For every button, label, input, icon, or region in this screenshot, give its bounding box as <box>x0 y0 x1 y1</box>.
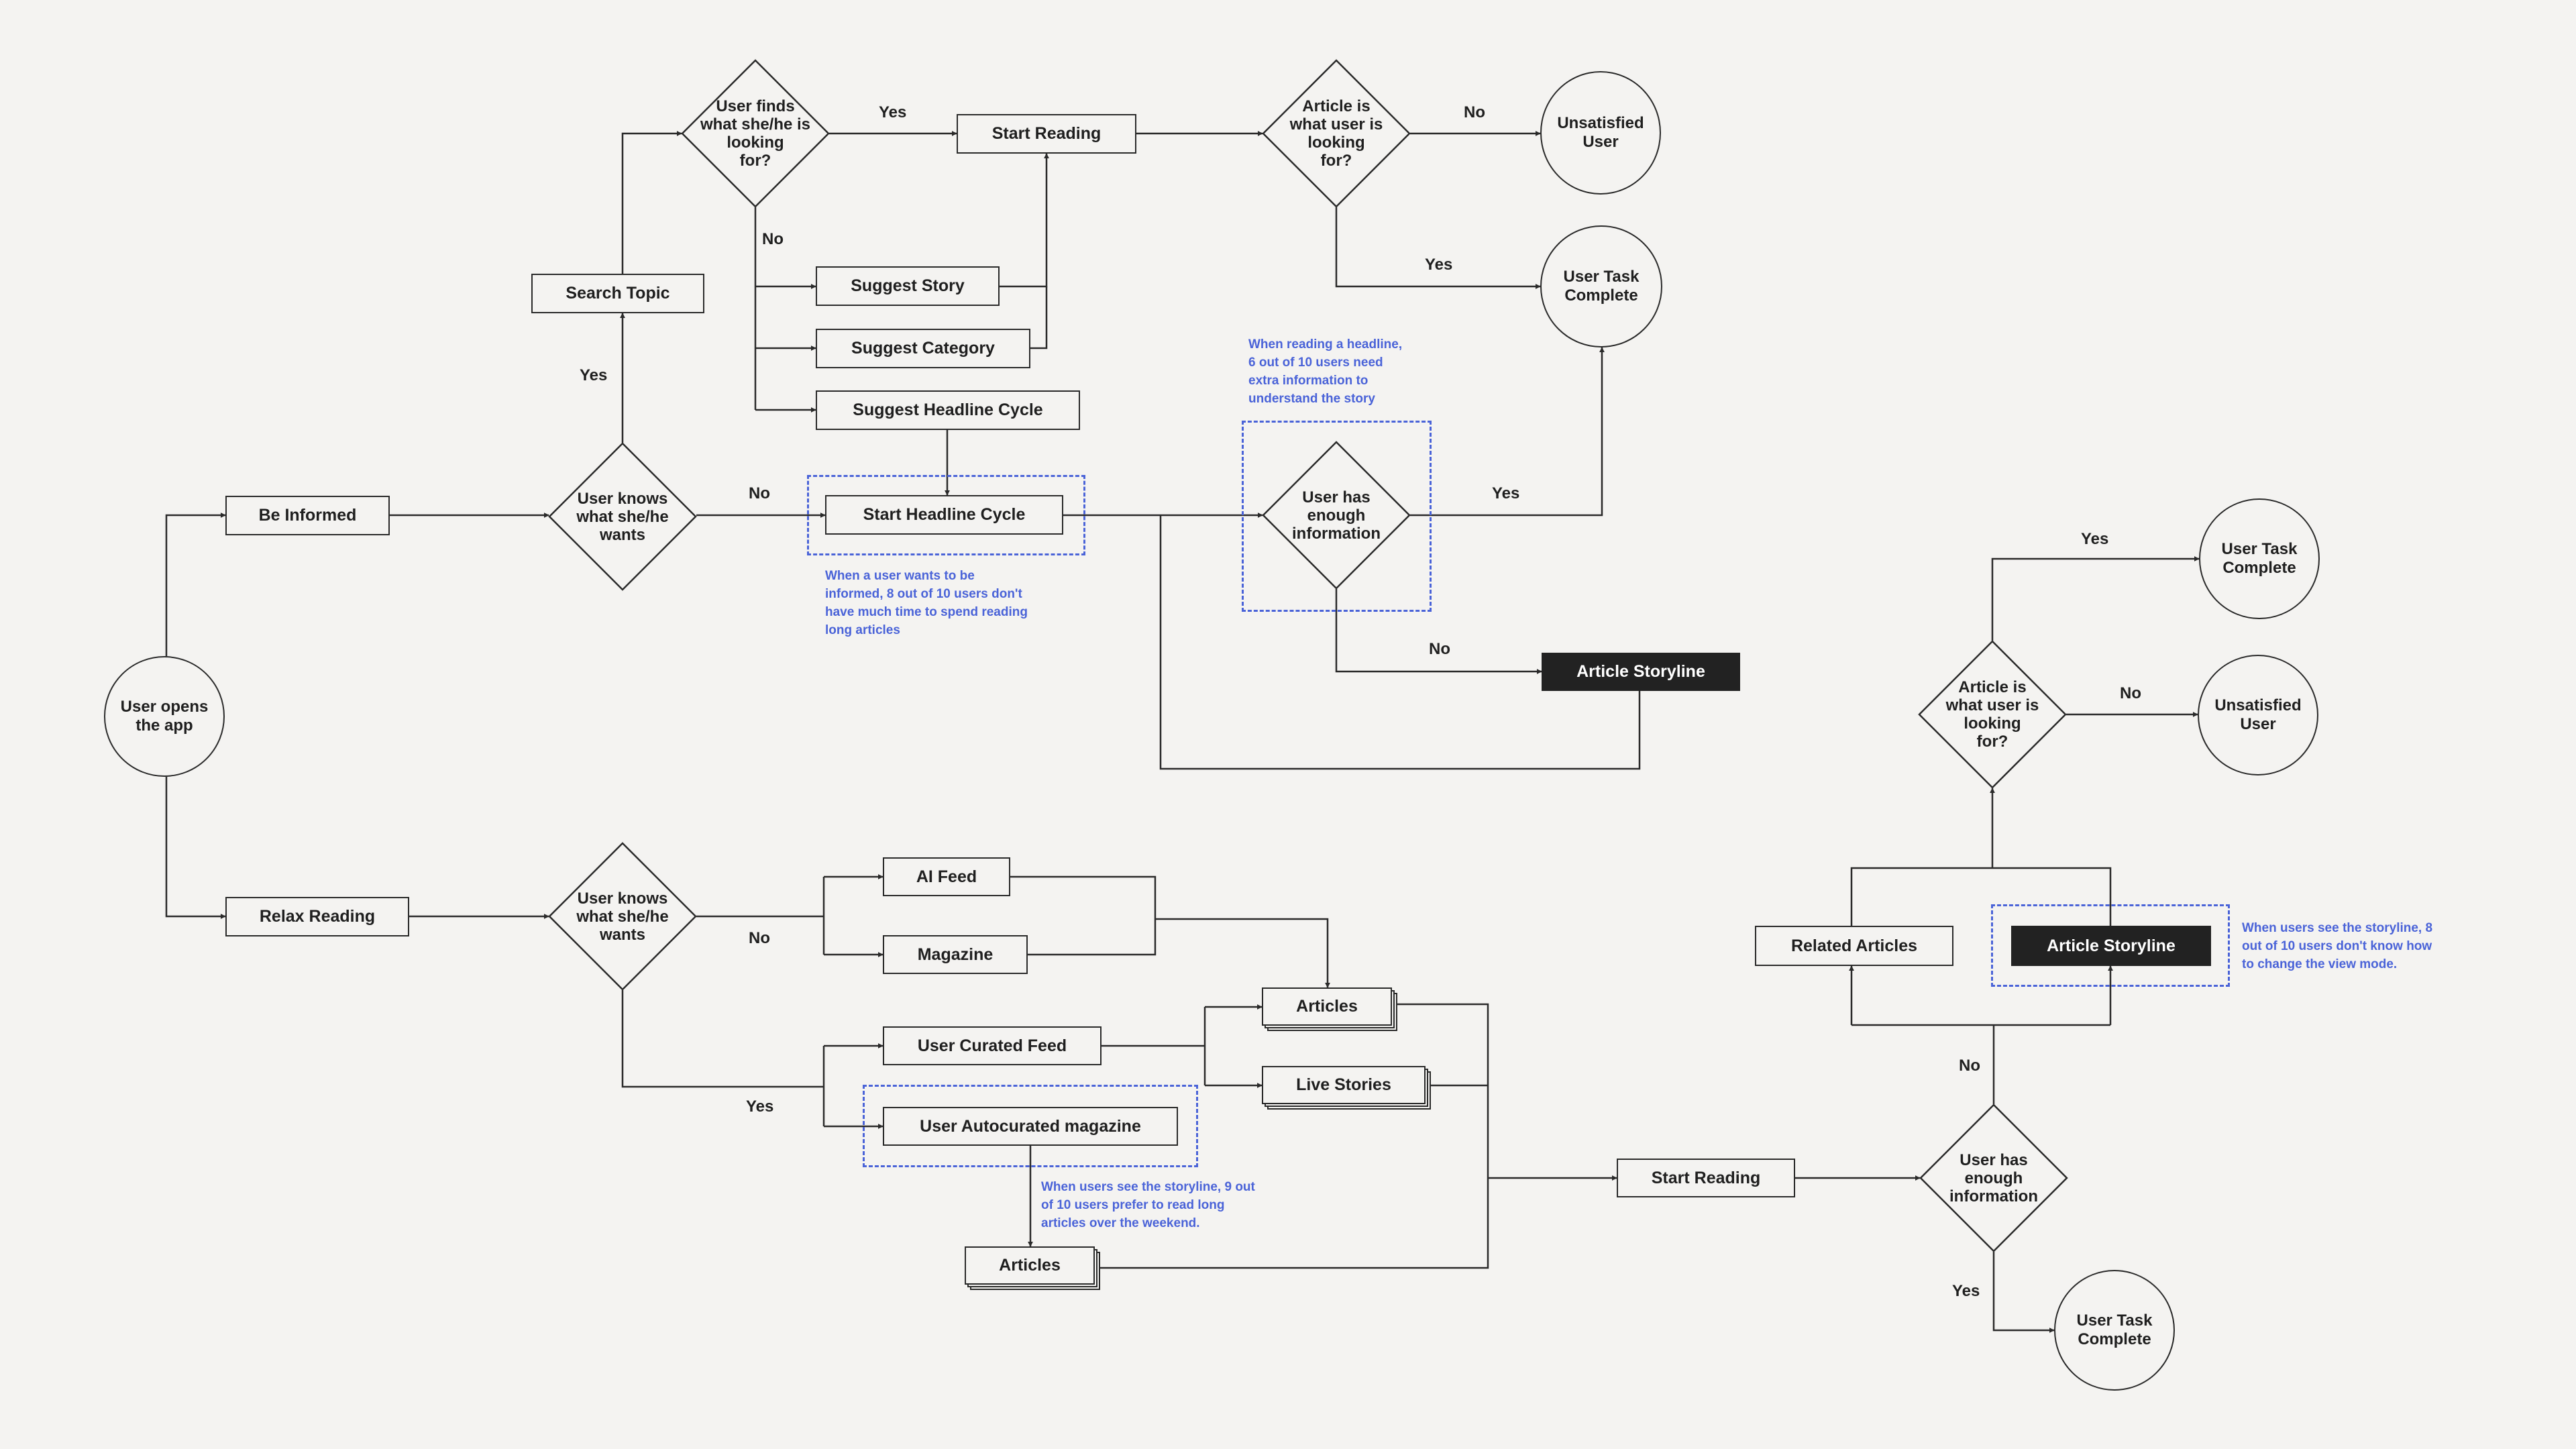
article-is-decision-top-label: Article is what user is looking for? <box>1289 97 1383 170</box>
articles-mid-label: Articles <box>1262 987 1392 1026</box>
unsatisfied-user-top: Unsatisfied User <box>1540 71 1661 195</box>
start-reading-bottom-box[interactable]: Start Reading <box>1617 1159 1795 1197</box>
edge-label-yes-article-right: Yes <box>2081 530 2109 548</box>
knows-decision-top-label: User knows what she/he wants <box>576 489 669 544</box>
edge-label-yes-search: Yes <box>580 366 608 384</box>
highlight-start-headline <box>807 475 1085 555</box>
user-curated-feed-box[interactable]: User Curated Feed <box>883 1026 1102 1065</box>
edge-articles-mid-right <box>1100 1003 1489 1269</box>
live-stories-label: Live Stories <box>1262 1066 1426 1104</box>
article-is-decision-top: Article is what user is looking for? <box>1262 59 1411 208</box>
edge-label-yes-enough-top: Yes <box>1492 484 1520 502</box>
highlight-enough-top <box>1242 421 1432 612</box>
annotation-storyline: When users see the storyline, 8 out of 1… <box>2242 921 2433 971</box>
ai-feed-box[interactable]: AI Feed <box>883 857 1010 896</box>
edge-enough-yes-complete <box>1410 347 1605 517</box>
edge-category-to-reading <box>1030 286 1048 350</box>
enough-info-decision-bottom: User has enough information <box>1919 1104 2068 1252</box>
edge-label-no-article-top: No <box>1464 103 1485 121</box>
articles-stack-bottom[interactable]: Articles <box>965 1246 1100 1290</box>
edge-article-right-yes <box>1991 556 2200 641</box>
edge-search-to-finds <box>621 131 682 274</box>
edge-related-up <box>1850 867 2112 926</box>
enough-info-decision-top-label: User has enough information <box>1292 488 1381 543</box>
highlight-storyline-right <box>1991 904 2230 987</box>
task-complete-top: User Task Complete <box>1540 225 1662 347</box>
edge-opens-to-informed <box>165 513 226 656</box>
task-complete-bottom: User Task Complete <box>2054 1270 2175 1391</box>
knows-decision-bottom: User knows what she/he wants <box>548 842 697 991</box>
article-is-decision-right-label: Article is what user is looking for? <box>1945 678 2039 751</box>
suggest-category-box[interactable]: Suggest Category <box>816 329 1030 368</box>
be-informed-box[interactable]: Be Informed <box>225 496 390 535</box>
user-finds-decision: User finds what she/he is looking for? <box>681 59 830 208</box>
annotation-autocurated: When users see the storyline, 9 out of 1… <box>1041 1180 1255 1230</box>
enough-info-decision-top: User has enough information <box>1262 441 1411 590</box>
edge-label-no-relax: No <box>749 929 770 947</box>
articles-stack-mid[interactable]: Articles <box>1262 987 1397 1031</box>
edge-storyline-loop <box>1159 515 1641 770</box>
annotation-enough: When reading a headline, 6 out of 10 use… <box>1248 337 1403 406</box>
edge-label-yes-relax: Yes <box>746 1097 774 1116</box>
edge-label-no-headline: No <box>749 484 770 502</box>
article-storyline-right-box[interactable]: Article Storyline <box>2011 926 2211 966</box>
edge-label-no-enough-top: No <box>1429 640 1450 658</box>
knows-decision-top: User knows what she/he wants <box>548 442 697 591</box>
user-opens-node: User opens the app <box>104 656 225 777</box>
edge-label-no-enough-bottom: No <box>1959 1057 1980 1075</box>
edge-article-yes-complete <box>1335 207 1541 289</box>
magazine-box[interactable]: Magazine <box>883 935 1028 974</box>
edge-label-yes-enough-bottom: Yes <box>1952 1282 1980 1300</box>
edge-enough-no-storyline <box>1335 589 1542 674</box>
edge-knows-yes-down <box>621 990 824 1088</box>
edge-enough-yes-complete-bottom <box>1992 1252 2055 1333</box>
highlight-autocurated <box>863 1085 1198 1167</box>
annotation-headline: When a user wants to be informed, 8 out … <box>825 569 1028 637</box>
related-articles-box[interactable]: Related Articles <box>1755 926 1953 966</box>
edge-ai-feed-right <box>1010 875 1157 956</box>
user-autocurated-box[interactable]: User Autocurated magazine <box>883 1107 1178 1146</box>
knows-decision-bottom-label: User knows what she/he wants <box>576 889 669 944</box>
edge-label-no-article-right: No <box>2120 684 2141 702</box>
user-finds-decision-label: User finds what she/he is looking for? <box>700 97 811 170</box>
suggest-headline-box[interactable]: Suggest Headline Cycle <box>816 390 1080 430</box>
edge-story-to-reading <box>1000 153 1049 288</box>
article-storyline-top-box[interactable]: Article Storyline <box>1542 653 1740 691</box>
edge-label-yes-finds: Yes <box>879 103 907 121</box>
articles-bottom-label: Articles <box>965 1246 1095 1285</box>
enough-info-decision-bottom-label: User has enough information <box>1949 1150 2038 1205</box>
unsatisfied-user-right: Unsatisfied User <box>2198 655 2318 775</box>
task-complete-right: User Task Complete <box>2199 498 2320 619</box>
start-headline-box[interactable]: Start Headline Cycle <box>825 495 1063 535</box>
edge-label-yes-article-top: Yes <box>1425 256 1453 274</box>
article-is-decision-right: Article is what user is looking for? <box>1918 640 2067 789</box>
suggest-story-box[interactable]: Suggest Story <box>816 266 1000 306</box>
edge-label-no-finds: No <box>762 230 784 248</box>
edge-opens-to-relax <box>165 777 226 919</box>
live-stories-stack[interactable]: Live Stories <box>1262 1066 1431 1110</box>
start-reading-top-box[interactable]: Start Reading <box>957 114 1136 154</box>
edge-feeds-to-articles <box>1155 918 1330 988</box>
search-topic-box[interactable]: Search Topic <box>531 274 704 313</box>
relax-reading-box[interactable]: Relax Reading <box>225 897 409 936</box>
